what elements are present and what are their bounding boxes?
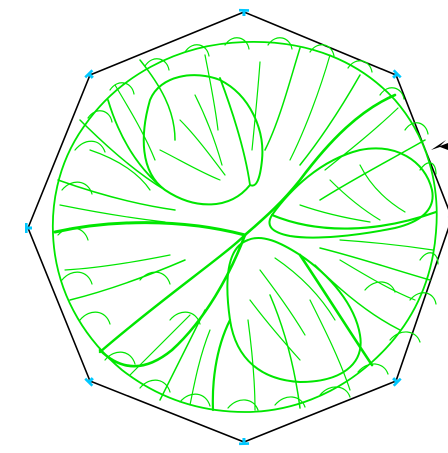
vein-path bbox=[220, 78, 250, 185]
vein-path bbox=[228, 400, 258, 410]
vein-path bbox=[420, 253, 438, 264]
vein-path bbox=[300, 205, 370, 222]
vein-path bbox=[300, 75, 360, 165]
vertex-marker-stem bbox=[242, 11, 245, 16]
vein-path bbox=[340, 240, 433, 250]
vertex-marker bbox=[390, 69, 402, 81]
octagon-edge bbox=[28, 75, 90, 228]
vein-path bbox=[260, 270, 305, 335]
octagon-edge bbox=[28, 228, 90, 381]
vein-path bbox=[140, 272, 170, 284]
vein-path bbox=[205, 55, 218, 130]
vein-path bbox=[320, 248, 430, 280]
vein-path bbox=[160, 150, 220, 180]
vertex-marker bbox=[84, 69, 96, 81]
vein-path bbox=[170, 312, 200, 324]
vein-path bbox=[55, 223, 245, 235]
vein-path bbox=[252, 62, 260, 150]
vein-path bbox=[245, 95, 395, 235]
vein-path bbox=[275, 258, 335, 320]
vein-path bbox=[330, 180, 380, 220]
octagon-edge bbox=[244, 12, 396, 75]
vein-path bbox=[213, 320, 230, 410]
vein-path bbox=[310, 300, 350, 390]
vertex-marker bbox=[25, 223, 32, 233]
vertex-marker bbox=[84, 375, 96, 387]
vein-path bbox=[62, 182, 92, 194]
vein-path bbox=[272, 212, 436, 229]
vein-path bbox=[62, 272, 92, 284]
vein-path bbox=[144, 75, 263, 204]
vein-path bbox=[269, 148, 432, 237]
pointer-arrow-icon bbox=[431, 140, 448, 150]
vein-path bbox=[227, 238, 360, 382]
vein-path bbox=[290, 55, 330, 160]
vein-path bbox=[90, 150, 150, 190]
vein-path bbox=[270, 295, 300, 408]
vertex-marker bbox=[239, 438, 249, 445]
vertex-marker bbox=[390, 375, 402, 387]
vein-path bbox=[80, 312, 110, 324]
vein-path bbox=[60, 205, 165, 222]
vein-path bbox=[340, 260, 415, 300]
vein-path bbox=[390, 332, 420, 342]
vertex-marker-stem bbox=[242, 438, 245, 443]
vein-path bbox=[115, 85, 155, 160]
vein-path bbox=[108, 100, 165, 190]
vein-path bbox=[65, 255, 170, 270]
vertex-marker bbox=[239, 9, 249, 16]
octagon-edge bbox=[396, 218, 448, 381]
arrow-pointer-icon bbox=[431, 140, 448, 150]
vein-path bbox=[70, 260, 185, 300]
vein-path bbox=[180, 394, 210, 406]
vein-pattern bbox=[53, 38, 438, 412]
vertex-marker-stem bbox=[27, 227, 32, 230]
vein-path bbox=[300, 255, 372, 365]
vein-path bbox=[265, 48, 300, 150]
vein-path bbox=[130, 315, 190, 375]
